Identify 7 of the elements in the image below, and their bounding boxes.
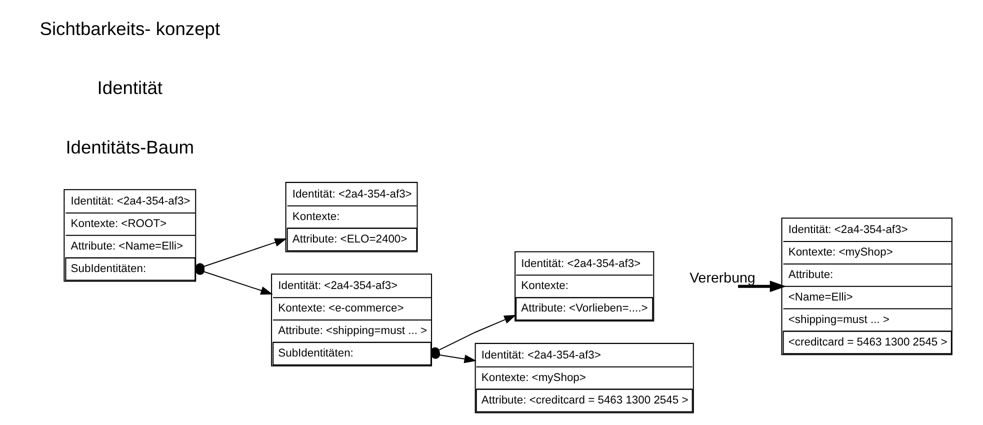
edge-label: Vererbung — [689, 270, 755, 287]
label: Identitäts-Baum — [65, 136, 194, 158]
label: Sichtbarkeits- konzept — [39, 18, 220, 40]
arrow — [430, 350, 476, 364]
label: Identität — [96, 77, 162, 98]
arrow — [194, 266, 272, 295]
arrow — [738, 280, 786, 292]
